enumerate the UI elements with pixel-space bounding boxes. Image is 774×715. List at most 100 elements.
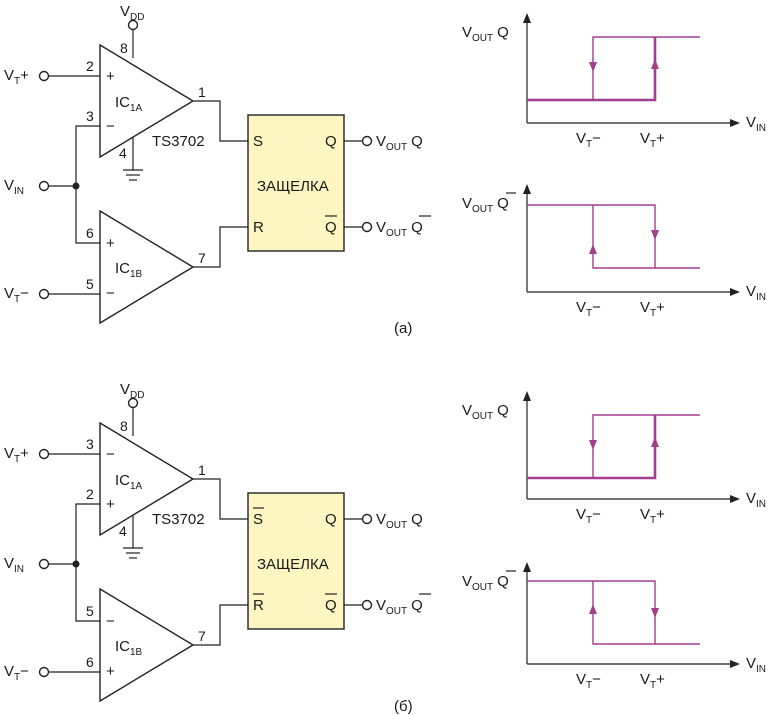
pin-8-a: 8 [120, 40, 128, 56]
graph1-down-arrow-b [589, 440, 597, 450]
graph2-tick-lo-b: VT− [576, 671, 601, 691]
graph2-tick-hi-a: VT+ [640, 299, 665, 319]
latch-title-a: ЗАЩЕЛКА [257, 178, 329, 195]
graph1-xlabel-b: VIN [746, 490, 766, 510]
graph2-down-arrow-a [651, 230, 659, 240]
vdd-label-a: VDD [120, 3, 144, 23]
opamp-ic1b-b [99, 587, 195, 703]
latch-q-b: Q [325, 511, 337, 528]
vt-minus-label-b: VT− [4, 663, 29, 683]
vt-minus-label-a: VT− [4, 285, 29, 305]
vout-qbar-terminal-a [361, 221, 373, 233]
latch-r-a: R [253, 219, 264, 236]
ic1a-label-b: IC1A [115, 472, 143, 492]
opamp-ic1b-a [99, 209, 195, 325]
caption-b: (б) [394, 698, 413, 715]
pin-6-b: 6 [86, 654, 94, 670]
graph2-down-arrow-b [651, 608, 659, 618]
part-number-a: TS3702 [152, 133, 205, 150]
graph2-xlabel-a: VIN [746, 283, 766, 303]
latch-block-a [247, 114, 345, 252]
opamp-a-top-sign-b: − [106, 446, 115, 463]
vin-terminal-a [38, 180, 50, 192]
opamp-b-bottom-sign-b: + [106, 663, 115, 680]
caption-a: (a) [394, 320, 412, 337]
opamp-a-bottom-sign-a: − [106, 118, 115, 135]
graph1-up-arrow-b [651, 437, 659, 447]
diagram-a: VDD 8 IC1A + − TS3702 VT+ 2 3 4 1 VIN [4, 3, 766, 337]
pin-5-a: 5 [86, 276, 94, 292]
opamp-b-bottom-sign-a: − [106, 285, 115, 302]
latch-s-a: S [253, 133, 263, 150]
vt-minus-terminal-b [38, 666, 50, 678]
pin-8-b: 8 [120, 418, 128, 434]
graph1-high-branch-a [592, 36, 700, 100]
pin-2-b: 2 [86, 486, 94, 502]
opamp-a-top-sign-a: + [106, 68, 115, 85]
graph2-low-branch-a [592, 205, 700, 269]
pin-1-a: 1 [198, 84, 206, 100]
graph1-up-arrow-a [651, 59, 659, 69]
opamp-ic1a-a [99, 43, 195, 159]
vin-label-a: VIN [4, 177, 24, 197]
vt-plus-terminal-b [38, 448, 50, 460]
graph1-low-branch-a [527, 37, 657, 102]
graph1-xlabel-a: VIN [746, 114, 766, 134]
pin-4-b: 4 [119, 523, 127, 539]
vdd-terminal-b [127, 397, 139, 409]
pin-3-b: 3 [86, 436, 94, 452]
graph1-tick-hi-b: VT+ [640, 506, 665, 526]
pin-1-b: 1 [198, 462, 206, 478]
graph1-tick-hi-a: VT+ [640, 130, 665, 150]
latch-title-b: ЗАЩЕЛКА [257, 556, 329, 573]
graph2-up-arrow-a [589, 244, 597, 254]
latch-qbar-b: Q [325, 597, 337, 614]
pin-6-a: 6 [86, 225, 94, 241]
graph2-up-arrow-b [589, 604, 597, 614]
vt-plus-label-b: VT+ [4, 445, 29, 465]
latch-rbar-b: R [253, 597, 264, 614]
vout-qbar-terminal-b [361, 599, 373, 611]
ic1a-label-a: IC1A [115, 94, 143, 114]
vt-minus-terminal-a [38, 288, 50, 300]
opamp-a-bottom-sign-b: + [106, 496, 115, 513]
vdd-label-b: VDD [120, 381, 144, 401]
vout-q-terminal-b [361, 513, 373, 525]
vin-label-b: VIN [4, 555, 24, 575]
vt-plus-label-a: VT+ [4, 67, 29, 87]
opamp-b-top-sign-a: + [106, 235, 115, 252]
vt-plus-terminal-a [38, 70, 50, 82]
ic1b-label-b: IC1B [115, 638, 143, 658]
pin-3-a: 3 [86, 108, 94, 124]
pin-7-a: 7 [198, 250, 206, 266]
graph1-high-branch-b [592, 414, 700, 478]
latch-sbar-b: S [253, 511, 263, 528]
pin-7-b: 7 [198, 628, 206, 644]
opamp-b-top-sign-b: − [106, 613, 115, 630]
latch-q-a: Q [325, 133, 337, 150]
vout-q-terminal-a [361, 135, 373, 147]
graph2-tick-lo-a: VT− [576, 299, 601, 319]
pin-2-a: 2 [86, 58, 94, 74]
pin-5-b: 5 [86, 603, 94, 619]
graph2-tick-hi-b: VT+ [640, 671, 665, 691]
graph2-xlabel-b: VIN [746, 655, 766, 675]
latch-block-b [247, 492, 345, 630]
graph2-high-branch-a [527, 204, 656, 268]
graph1-low-branch-b [527, 415, 657, 480]
vin-terminal-b [38, 558, 50, 570]
vdd-terminal-a [127, 19, 139, 31]
graph2-high-branch-b [527, 580, 656, 644]
pin-4-a: 4 [119, 145, 127, 161]
diagram-b: VDD 8 IC1A − + TS3702 VT+ 3 2 4 1 VIN IC… [4, 381, 766, 715]
ic1b-label-a: IC1B [115, 260, 143, 280]
